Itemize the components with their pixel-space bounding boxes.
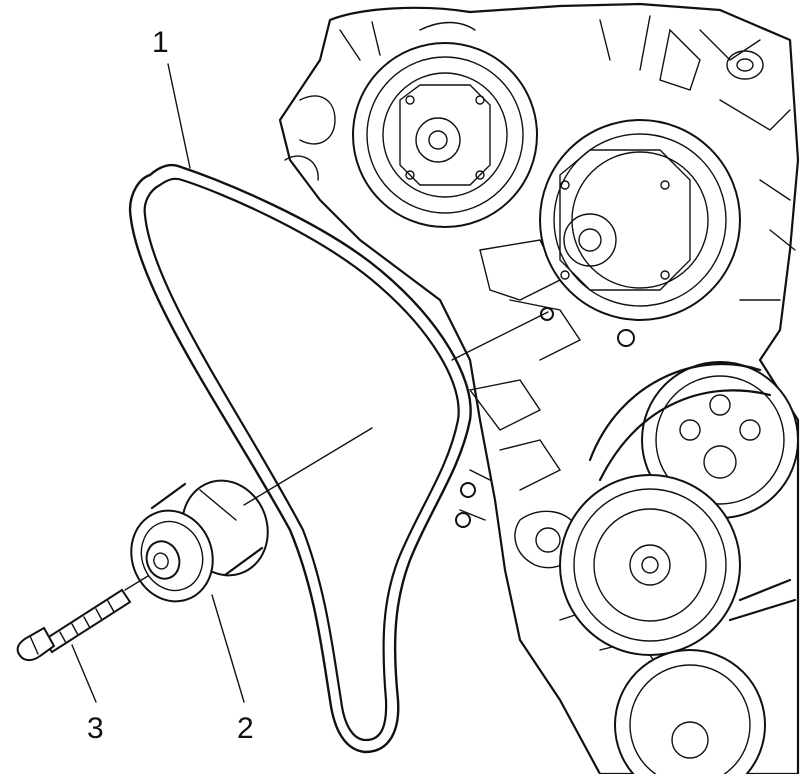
leader-3 (71, 644, 97, 703)
camshaft-sprocket-left (352, 42, 538, 228)
block-bolts (455, 307, 635, 528)
assembly-guide-lines (124, 311, 549, 591)
belt-tensioner-pulley (130, 479, 269, 603)
crankshaft-pulley (559, 474, 741, 656)
callout-3-bolt: 3 (87, 712, 104, 745)
tensioner-bolt (16, 588, 132, 662)
leader-2 (211, 594, 245, 703)
auxiliary-pulley-lower (614, 649, 766, 779)
leader-1 (167, 63, 191, 169)
timing-belt (128, 163, 472, 754)
camshaft-sprocket-right (539, 119, 741, 321)
callout-1-timing-belt: 1 (152, 26, 169, 59)
auxiliary-belt (588, 362, 797, 622)
callout-leaders (71, 63, 245, 703)
callout-2-tensioner-pulley: 2 (237, 712, 254, 745)
